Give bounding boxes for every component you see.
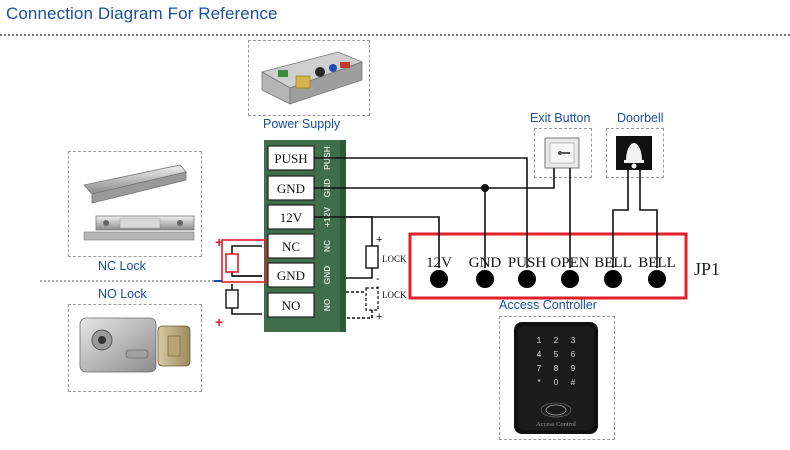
nc-right-minus-mark: - [376,273,380,285]
doorbell-label: Doorbell [617,111,664,125]
nc-right-plus-mark: + [376,234,382,246]
keypad-key-list: 1 2 3 4 5 6 7 8 9 * 0 # [537,335,576,387]
psu-terminal-box [267,292,315,318]
no-lock-tag: LOCK [382,290,407,300]
psu-terminal-box [267,145,315,171]
psu-terminal-label: NO [282,298,301,313]
doorbell-image [616,136,652,170]
psu-terminal-label: 12V [280,210,303,225]
power-supply-label: Power Supply [263,117,341,131]
no-lock-coil-right [365,287,379,311]
no-lock-label: NO Lock [98,287,147,301]
keypad-rfid-mark [540,402,572,418]
keypad-key: 0 [554,377,559,387]
nc-lock-tag: LOCK [382,254,407,264]
psu-terminal-list: PUSH GND 12V NC GND NO [267,145,315,318]
psu-terminal-box [267,262,315,288]
psu-terminal-0: PUSH [267,145,315,171]
psu-terminal-label: GND [277,181,305,196]
controller-terminal-screw [604,270,622,288]
nc-lock-coil-right [365,245,379,269]
nc-lock-plus-mark: + [215,234,223,250]
keypad-key: 7 [537,363,542,373]
power-supply-image [260,51,364,105]
psu-terminal-1: GND [267,175,315,201]
psu-terminal-box [267,233,315,259]
psu-board-text-label: GND [322,266,332,285]
psu-terminal-label: PUSH [274,151,307,166]
exit-button-label: Exit Button [530,111,591,125]
keypad-key: 5 [554,349,559,359]
controller-terminal-screw [561,270,579,288]
controller-terminal-screw [430,270,448,288]
psu-terminal-5: NO [267,292,315,318]
nc-lock-image [83,164,195,241]
keypad-key: 9 [571,363,576,373]
controller-terminal-screw [476,270,494,288]
keypad-key: 8 [554,363,559,373]
no-lock-image [79,317,191,373]
title-divider [0,34,790,36]
psu-board-text-label: NC [322,240,332,252]
nc-lock-coil-left [225,253,239,273]
page-title: Connection Diagram For Reference [6,4,278,23]
nc-lock-wiring-highlight [221,239,267,283]
controller-terminal-screw [518,270,536,288]
psu-board-text-label: NO [322,298,332,311]
keypad-key: 1 [537,335,542,345]
exit-button-image [544,137,580,169]
keypad-key: 2 [554,335,559,345]
no-lock-plus-mark: + [215,314,223,330]
keypad-brand-text: Access Control [536,421,576,428]
nc-lock-label: NC Lock [98,259,146,273]
psu-terminal-2: 12V [267,204,315,230]
no-right-minus-mark: - [376,281,380,293]
access-controller-label: Access Controller [499,298,597,312]
keypad-key: 3 [571,335,576,345]
access-controller-block [408,232,688,300]
keypad-key: * [537,377,541,387]
keypad-key: 6 [571,349,576,359]
psu-terminal-box [267,175,315,201]
controller-terminal-screw [648,270,666,288]
keypad-key: # [571,377,576,387]
gnd-junction-dot [481,184,489,192]
psu-terminal-label: GND [277,268,305,283]
psu-terminal-3: NC [267,233,315,259]
keypad-key: 4 [537,349,542,359]
psu-terminal-label: NC [282,239,300,254]
keypad-image [514,322,598,434]
no-lock-coil-left [225,289,239,309]
psu-terminal-4: GND [267,262,315,288]
no-right-plus-mark: + [376,311,382,323]
psu-terminal-box [267,204,315,230]
jp1-label: JP1 [694,259,720,279]
